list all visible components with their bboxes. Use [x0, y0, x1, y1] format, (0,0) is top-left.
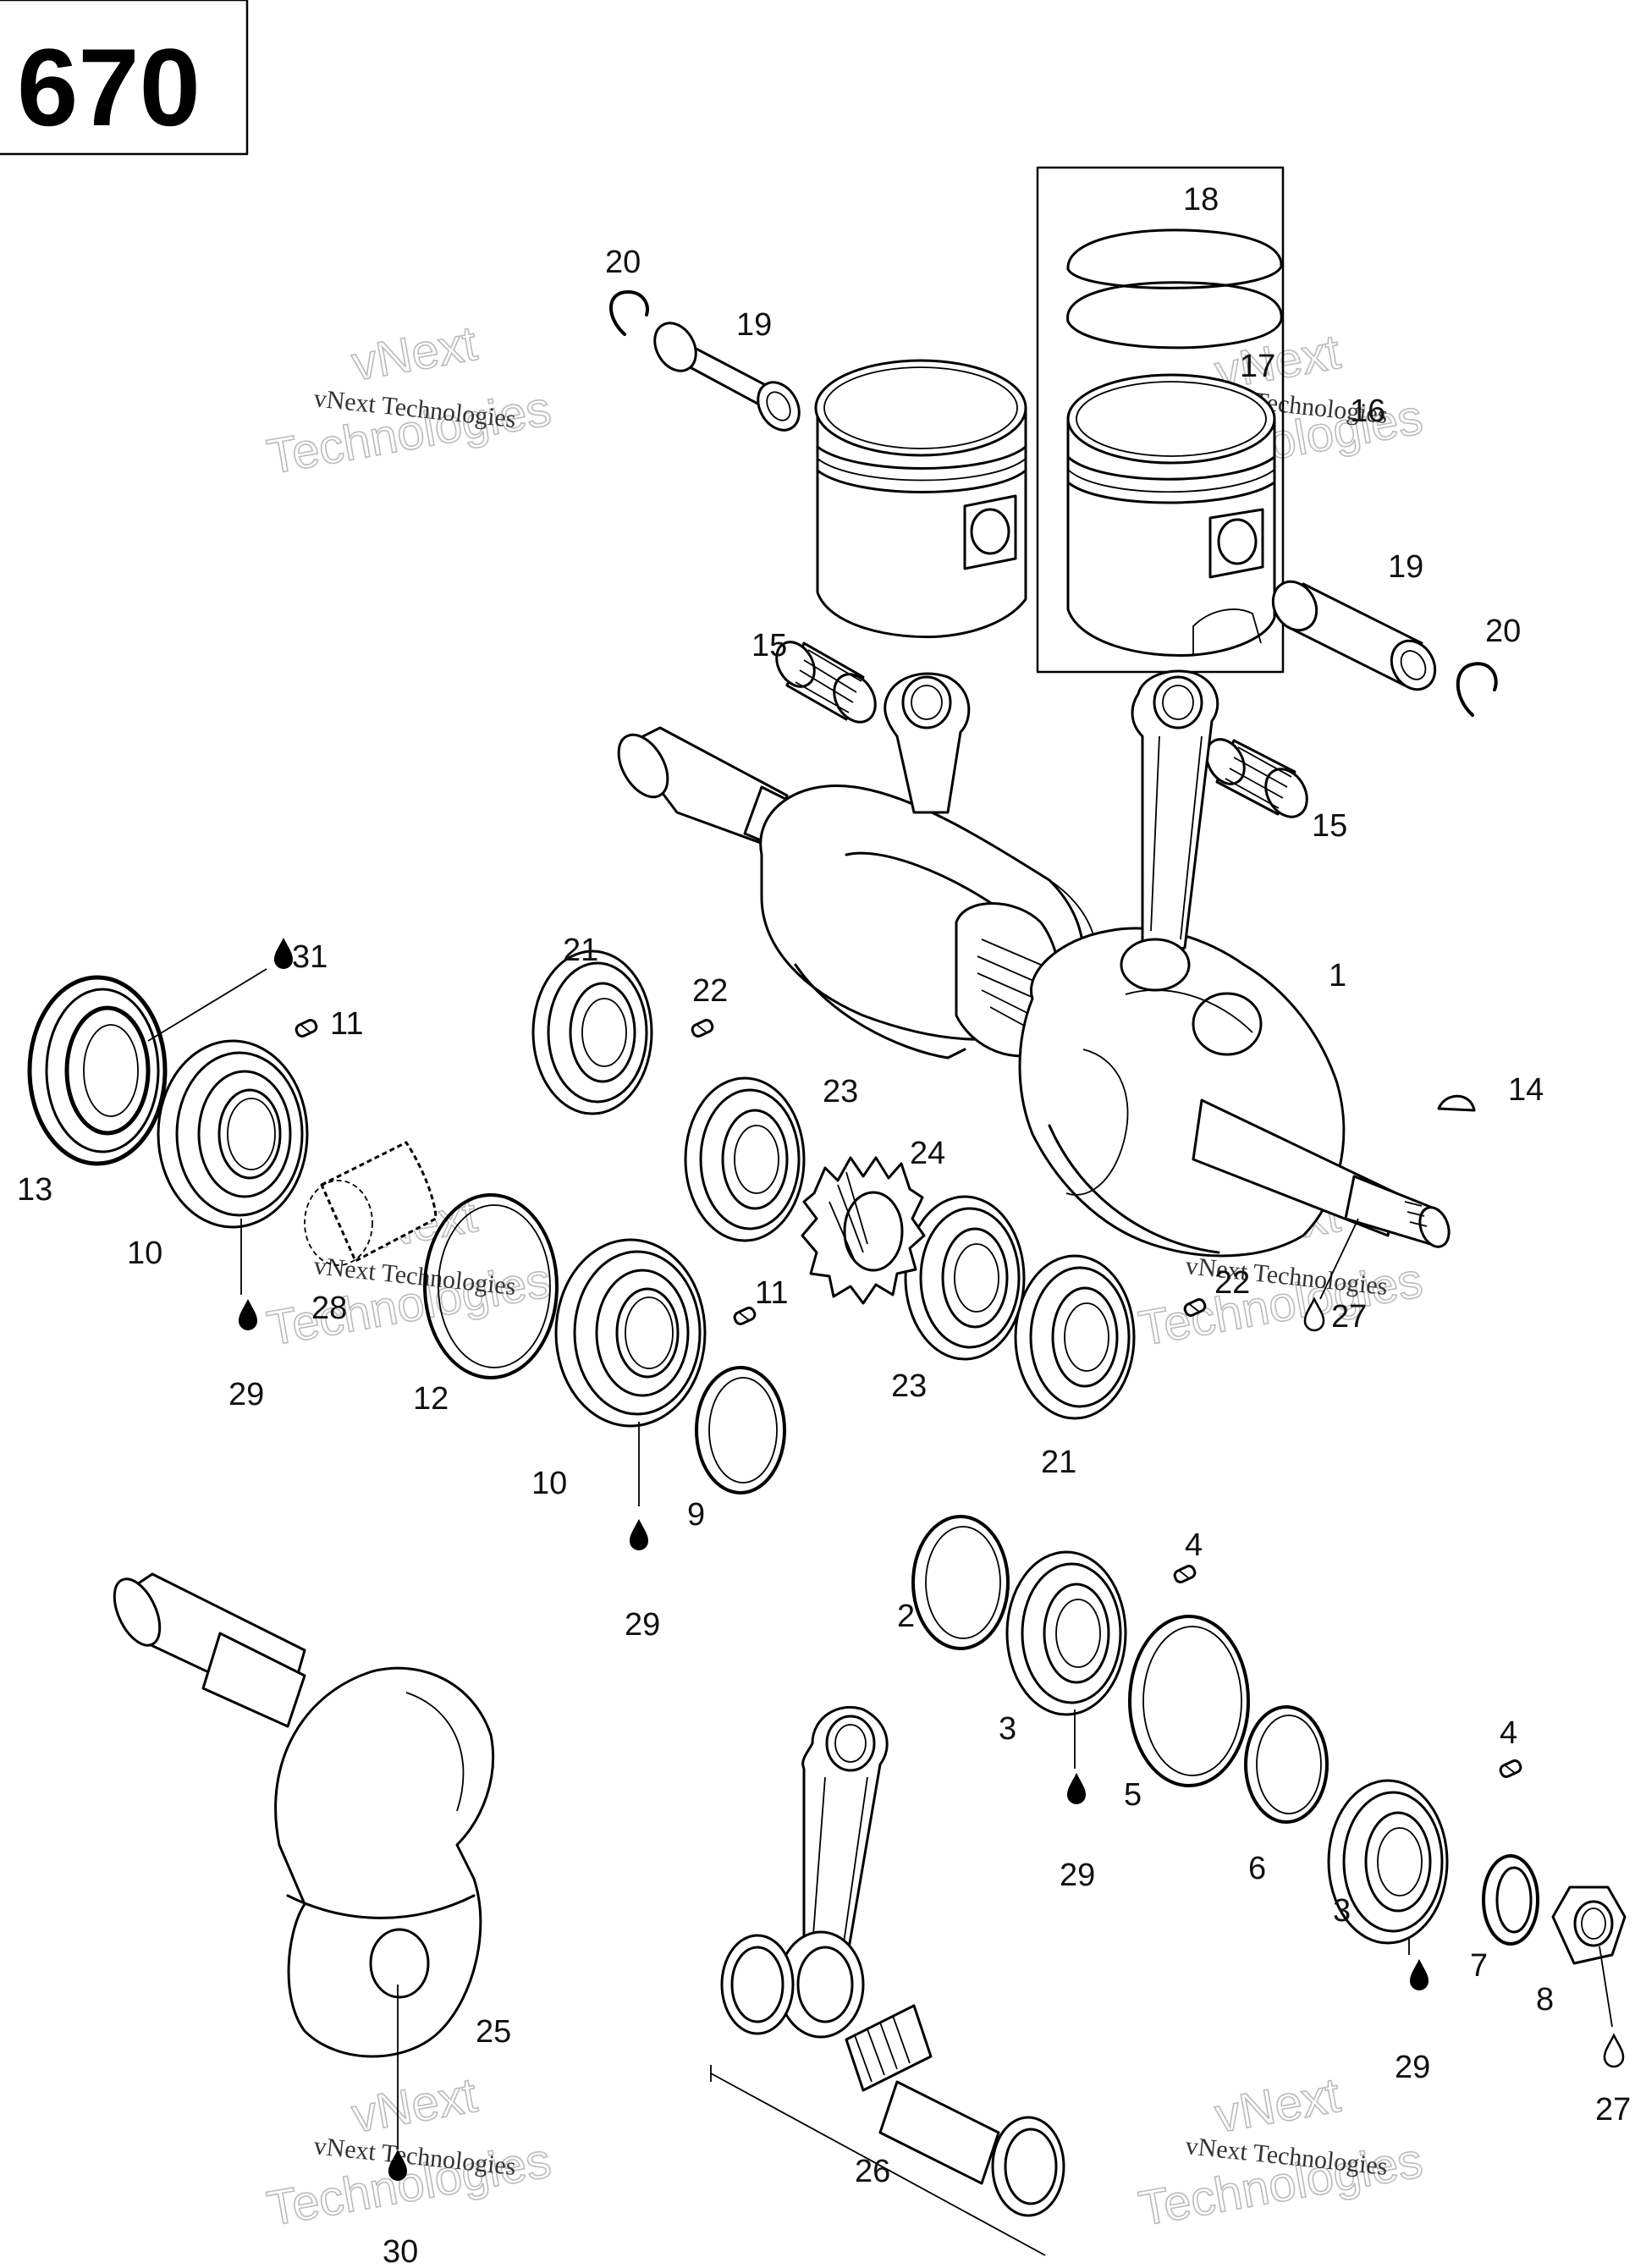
- part-label: 22: [692, 973, 728, 1009]
- piston-left: [814, 359, 1027, 639]
- part-label: 29: [1060, 1858, 1095, 1893]
- part-label: 10: [127, 1236, 162, 1271]
- lock-washer: [1482, 1854, 1539, 1946]
- part-label: 27: [1595, 2092, 1631, 2128]
- dowel-pin-11-mid: [731, 1305, 758, 1327]
- part-label: 24: [910, 1136, 945, 1171]
- hex-nut: [1551, 1885, 1627, 1965]
- piston-pin-left: [653, 322, 801, 432]
- part-label: 31: [292, 939, 328, 975]
- sleeve: [304, 1141, 438, 1266]
- svg-text:vNext: vNext: [348, 316, 481, 392]
- part-label: 7: [1470, 1948, 1488, 1984]
- oil-drop-icon: [1410, 1959, 1429, 1990]
- svg-text:vNext: vNext: [348, 2067, 481, 2144]
- part-label: 15: [751, 628, 787, 663]
- piston-pin-right: [1271, 580, 1437, 691]
- part-label: 25: [476, 2014, 511, 2050]
- part-label: 21: [563, 933, 598, 968]
- crankshaft-half: [113, 1572, 495, 2058]
- ring-2: [911, 1515, 1010, 1650]
- seal-23-top: [684, 1076, 806, 1242]
- piston-right: [1066, 373, 1276, 658]
- ring-6: [1244, 1705, 1329, 1824]
- ring-9: [695, 1366, 786, 1495]
- part-label: 8: [1536, 1982, 1554, 2018]
- oil-drop-icon: [630, 1519, 648, 1550]
- dowel-pin-4-bottom: [1497, 1758, 1524, 1780]
- woodruff-key: [1437, 1094, 1476, 1112]
- part-label: 5: [1124, 1777, 1142, 1813]
- ring-5: [1128, 1615, 1250, 1787]
- dowel-pin-11-top: [293, 1017, 320, 1039]
- part-label: 6: [1248, 1851, 1266, 1886]
- part-label: 11: [330, 1006, 363, 1042]
- piston-ring-lower: [1066, 281, 1283, 350]
- part-label: 9: [687, 1497, 705, 1533]
- part-label: 12: [413, 1381, 449, 1417]
- part-label: 19: [736, 307, 772, 343]
- circlip-right: [1456, 662, 1498, 717]
- grease-drop-icon: [1603, 2034, 1625, 2068]
- dowel-pin-22-top: [689, 1017, 716, 1039]
- part-label: 29: [625, 1607, 660, 1643]
- part-label: 10: [531, 1466, 567, 1501]
- part-label: 22: [1214, 1265, 1250, 1301]
- part-label: 2: [897, 1599, 915, 1634]
- model-code: 670: [17, 25, 201, 149]
- leader-lines: [147, 968, 1613, 2150]
- ball-bearing-center: [554, 1238, 707, 1428]
- piston-kit-box: [1036, 166, 1285, 674]
- retaining-ring-12: [423, 1193, 559, 1379]
- connecting-rod-kit: [710, 1705, 1065, 2256]
- oil-seal: [27, 975, 168, 1166]
- part-label: 4: [1500, 1715, 1517, 1751]
- part-label: 16: [1350, 394, 1385, 429]
- oil-drop-icon: [274, 938, 293, 969]
- watermark-bottom-right: vNext Technologies vNext Technologies: [1134, 2067, 1427, 2237]
- part-label: 18: [1183, 182, 1219, 217]
- part-label: 26: [855, 2154, 890, 2189]
- needle-bearing-right: [1205, 738, 1308, 818]
- part-label: 30: [383, 2234, 418, 2268]
- part-label: 20: [1485, 614, 1521, 649]
- part-label: 15: [1312, 808, 1347, 844]
- needle-bearing-left: [775, 641, 877, 724]
- oil-drop-icon: [239, 1299, 257, 1330]
- ball-bearing-21-bottom: [1014, 1254, 1136, 1420]
- part-label: 3: [1333, 1893, 1351, 1929]
- crankshaft-assembly: [617, 669, 1451, 1258]
- part-label: 23: [823, 1074, 858, 1109]
- drive-gear: [801, 1156, 926, 1305]
- oil-drop-icon: [1067, 1773, 1086, 1804]
- part-label: 21: [1041, 1445, 1076, 1480]
- dowel-pin-4-top: [1171, 1563, 1198, 1585]
- part-label: 4: [1185, 1528, 1203, 1563]
- part-label: 28: [311, 1291, 347, 1326]
- circlip-left: [609, 290, 649, 336]
- model-code-box: 670: [0, 0, 249, 156]
- part-label: 11: [755, 1275, 788, 1311]
- watermark-top-left: vNext Technologies vNext Technologies: [262, 315, 555, 485]
- part-label: 14: [1508, 1072, 1544, 1108]
- seal-23-bottom: [904, 1195, 1026, 1361]
- part-label: 23: [891, 1368, 927, 1404]
- part-labels: 18 20 19 17 16 19 20 15 15 31 21 22 11 1…: [17, 182, 1631, 2268]
- ball-bearing-left: [157, 1039, 309, 1229]
- part-label: 13: [17, 1172, 52, 1208]
- svg-text:vNext: vNext: [1211, 2067, 1344, 2144]
- ball-bearing-3-top: [1005, 1550, 1127, 1716]
- part-label: 1: [1329, 958, 1346, 994]
- part-label: 3: [999, 1711, 1016, 1747]
- part-label: 19: [1388, 549, 1423, 585]
- part-label: 20: [605, 245, 641, 280]
- part-label: 17: [1240, 349, 1275, 384]
- piston-ring-upper: [1066, 228, 1283, 289]
- watermark-bottom-left: vNext Technologies vNext Technologies: [262, 2067, 555, 2237]
- part-label: 29: [228, 1377, 264, 1412]
- part-label: 29: [1395, 2050, 1430, 2085]
- ball-bearing-21-top: [531, 950, 653, 1115]
- part-label: 27: [1331, 1299, 1367, 1335]
